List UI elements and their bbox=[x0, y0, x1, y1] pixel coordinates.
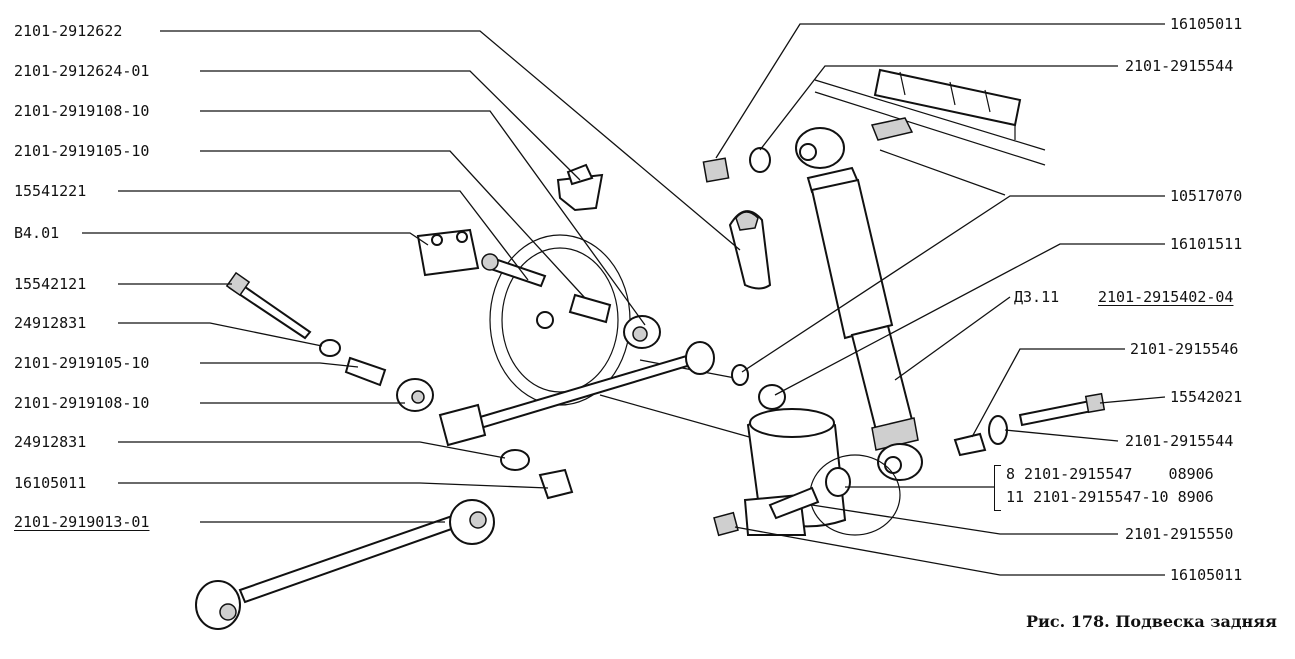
part-label-r8: 2101-2915544 bbox=[1125, 432, 1234, 450]
part-label-r2: 2101-2915544 bbox=[1125, 57, 1234, 75]
part-label-l2: 2101-2912624-01 bbox=[14, 62, 150, 80]
right-fasteners bbox=[702, 147, 1106, 537]
part-label-l1: 2101-2912622 bbox=[14, 22, 123, 40]
bump-stop bbox=[556, 163, 772, 290]
leader-lines-left bbox=[82, 30, 741, 523]
part-label-r4: 16101511 bbox=[1170, 235, 1243, 253]
part-label-l3: 2101-2919108-10 bbox=[14, 102, 150, 120]
part-label-l5: 15541221 bbox=[14, 182, 87, 200]
part-label-l12: 16105011 bbox=[14, 474, 87, 492]
part-label-l8: 24912831 bbox=[14, 314, 87, 332]
part-label-r11: 2101-2915550 bbox=[1125, 525, 1234, 543]
mounting-bracket bbox=[416, 228, 480, 277]
figure-caption: Рис. 178. Подвеска задняя bbox=[1026, 612, 1277, 631]
part-label-l6: B4.01 bbox=[14, 224, 60, 242]
part-label-l11: 24912831 bbox=[14, 433, 87, 451]
left-fasteners bbox=[225, 271, 574, 500]
part-label-r9: 8 2101-2915547 08906 bbox=[1006, 465, 1214, 483]
part-group-bracket bbox=[994, 465, 1001, 511]
part-label-r6: 2101-2915546 bbox=[1130, 340, 1239, 358]
part-label-l4: 2101-2919105-10 bbox=[14, 142, 150, 160]
part-label-r5a: Д3.11 bbox=[1014, 288, 1060, 306]
upper-link bbox=[438, 253, 715, 447]
part-label-r5b: 2101-2915402-04 bbox=[1098, 288, 1234, 306]
part-label-r3: 10517070 bbox=[1170, 187, 1243, 205]
part-label-r12: 16105011 bbox=[1170, 566, 1243, 584]
part-label-r7: 15542021 bbox=[1170, 388, 1243, 406]
part-label-l13: 2101-2919013-01 bbox=[14, 513, 150, 531]
lower-rod bbox=[195, 499, 495, 630]
part-label-l9: 2101-2919105-10 bbox=[14, 354, 150, 372]
part-label-l7: 15542121 bbox=[14, 275, 87, 293]
part-label-l10: 2101-2919108-10 bbox=[14, 394, 150, 412]
body-bracket bbox=[814, 68, 1046, 196]
part-label-r1: 16105011 bbox=[1170, 15, 1243, 33]
leader-lines-right bbox=[715, 23, 1166, 576]
part-label-r10: 11 2101-2915547-10 8906 bbox=[1006, 488, 1214, 506]
shock-absorber bbox=[795, 127, 923, 481]
